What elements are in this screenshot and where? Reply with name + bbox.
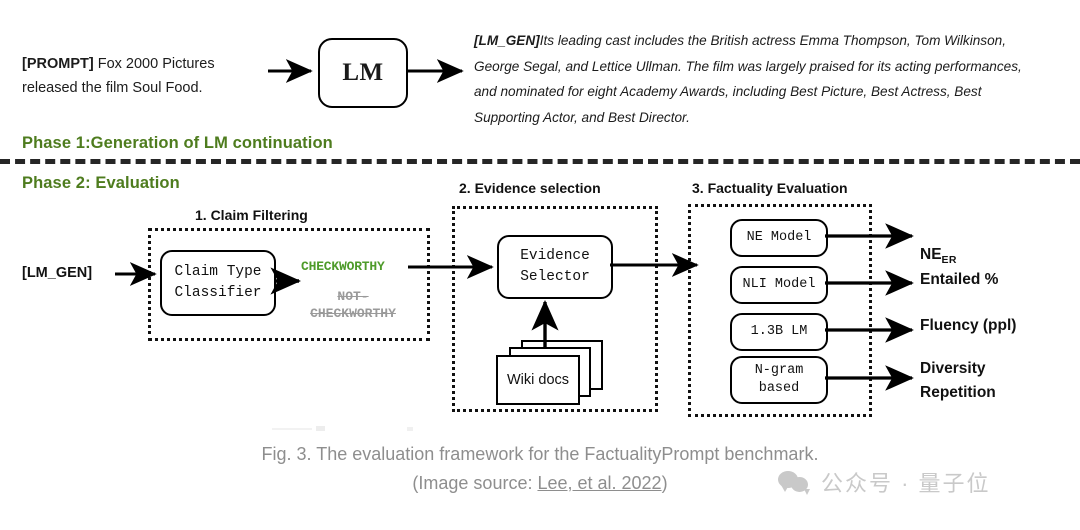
ne-model-label: NE Model xyxy=(746,230,812,245)
lm-model-box: LM xyxy=(318,38,408,108)
claim-box-line2: Classifier xyxy=(174,285,262,301)
watermark-text: 公众号 · 量子位 xyxy=(821,471,991,496)
lm-box-label: LM xyxy=(342,59,384,86)
wiki-docs-stack: Wiki docs xyxy=(495,340,605,405)
wiki-doc-sheet-front: Wiki docs xyxy=(496,355,580,405)
background-artifact xyxy=(272,424,472,433)
ne-model-box: NE Model xyxy=(730,219,828,257)
panel-factuality-evaluation xyxy=(688,204,872,417)
caption-source-link[interactable]: Lee, et al. 2022 xyxy=(537,473,662,493)
lm-13b-box: 1.3B LM xyxy=(730,313,828,351)
wiki-docs-label: Wiki docs xyxy=(506,372,570,388)
section-heading-evidence-selection: 2. Evidence selection xyxy=(459,180,601,196)
prompt-tag: [PROMPT] xyxy=(22,56,94,72)
not-checkworthy-label: NOT-CHECKWORTHY xyxy=(310,289,396,321)
wechat-icon xyxy=(778,471,812,495)
claim-type-classifier-box: Claim Type Classifier xyxy=(160,250,276,316)
phase-1-label: Phase 1:Generation of LM continuation xyxy=(22,134,333,152)
section-heading-factuality-evaluation: 3. Factuality Evaluation xyxy=(692,180,848,196)
evidence-box-line2: Selector xyxy=(520,269,590,285)
output-diversity-repetition: Diversity Repetition xyxy=(920,357,996,405)
evidence-selector-box: Evidence Selector xyxy=(497,235,613,299)
output-ne-er: NEER xyxy=(920,246,957,266)
output-fluency-ppl: Fluency (ppl) xyxy=(920,317,1017,334)
claim-box-line1: Claim Type xyxy=(174,264,262,280)
ngram-label-line2: based xyxy=(758,381,800,396)
section-heading-claim-filtering: 1. Claim Filtering xyxy=(195,207,308,223)
prompt-text-block: [PROMPT] Fox 2000 Pictures released the … xyxy=(22,52,262,100)
nli-model-box: NLI Model xyxy=(730,266,828,304)
lm-gen-tag: [LM_GEN] xyxy=(474,33,540,48)
output-diversity: Diversity xyxy=(920,360,986,377)
output-repetition: Repetition xyxy=(920,384,996,401)
caption-source-suffix: ) xyxy=(661,473,668,493)
figure-caption: Fig. 3. The evaluation framework for the… xyxy=(0,440,1080,498)
lm-13b-label: 1.3B LM xyxy=(750,324,808,339)
ngram-label-line1: N-gram xyxy=(754,363,804,378)
prompt-body: Fox 2000 Pictures released the film Soul… xyxy=(22,56,215,96)
phase-divider xyxy=(0,159,1080,164)
lm-generation-text-block: [LM_GEN]Its leading cast includes the Br… xyxy=(474,28,1034,130)
output-ne-subscript: ER xyxy=(941,254,957,267)
output-entailed-pct: Entailed % xyxy=(920,271,999,288)
caption-line-2: (Image source: Lee, et al. 2022) xyxy=(0,469,1080,498)
wechat-watermark: 公众号 · 量子位 xyxy=(778,466,991,498)
lm-gen-body: Its leading cast includes the British ac… xyxy=(474,33,1022,125)
caption-line-1: Fig. 3. The evaluation framework for the… xyxy=(261,444,819,464)
phase2-input-label: [LM_GEN] xyxy=(22,265,93,281)
checkworthy-label: CHECKWORTHY xyxy=(301,259,385,274)
evidence-box-line1: Evidence xyxy=(520,248,590,264)
phase-2-label: Phase 2: Evaluation xyxy=(22,174,180,192)
caption-source-prefix: (Image source: xyxy=(412,473,538,493)
ngram-based-box: N-gram based xyxy=(730,356,828,404)
panel-evidence-selection xyxy=(452,206,658,412)
output-ne-main: NE xyxy=(920,246,942,263)
nli-model-label: NLI Model xyxy=(742,277,816,292)
